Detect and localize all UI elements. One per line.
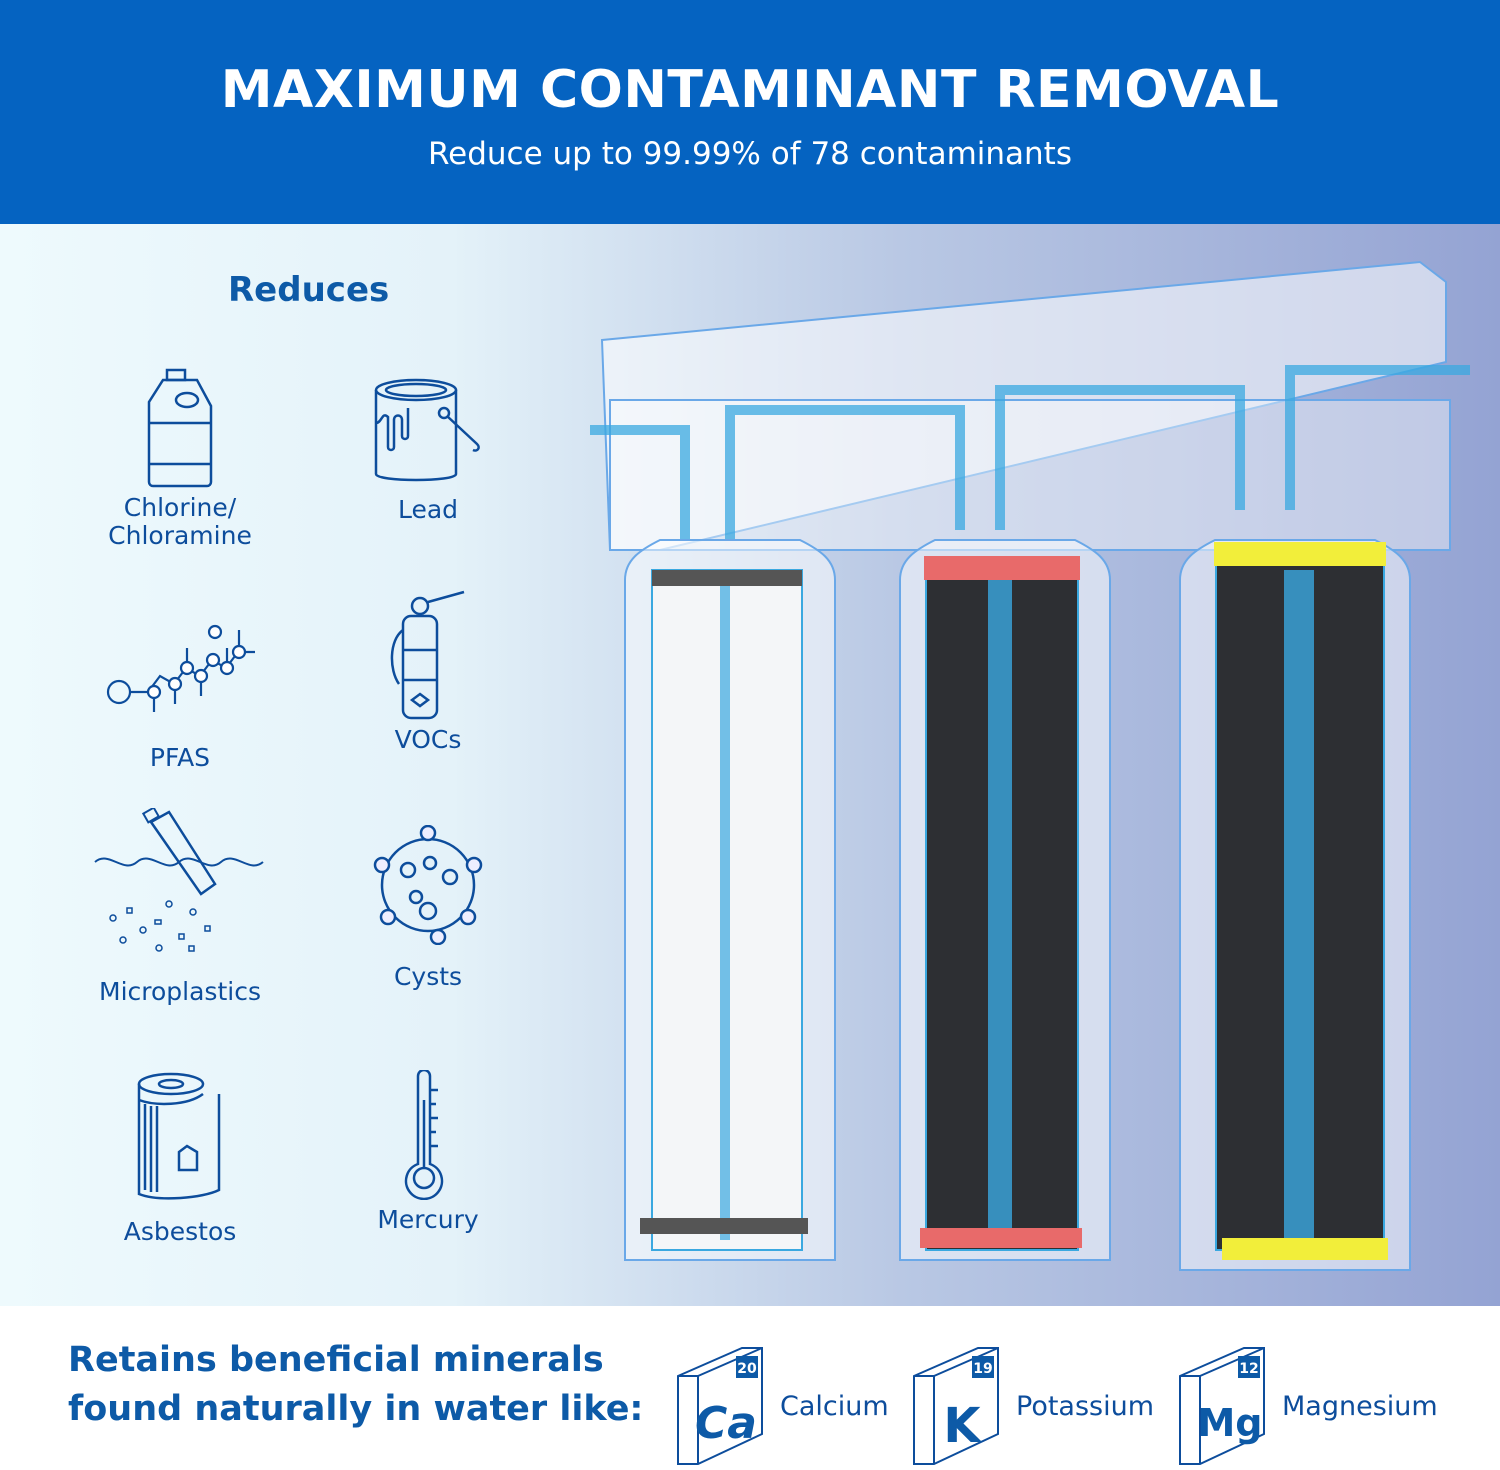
filter-cartridge-stage2 [899,539,1111,1261]
mineral-name: Magnesium [1282,1390,1438,1422]
molecule-icon [106,624,255,712]
element-symbol: Ca [695,1398,757,1449]
cap-stage1 [652,570,802,586]
mineral-name: Calcium [780,1390,889,1422]
cap-stage2 [924,556,1080,580]
contaminant-label: PFAS [149,743,211,772]
contaminant-label: Mercury [377,1205,479,1234]
element-number: 20 [737,1361,757,1377]
header-banner: MAXIMUM CONTAMINANT REMOVAL Reduce up to… [0,0,1500,224]
mineral-name: Potassium [1016,1390,1155,1422]
thermometer-icon [404,1070,444,1200]
plastic-bottle-icon [93,808,264,952]
filter-cartridge-stage3 [1179,539,1411,1271]
contaminant-microplastics: Microplastics [60,808,300,1006]
contaminant-label: Cysts [393,962,463,991]
page-title: MAXIMUM CONTAMINANT REMOVAL [220,60,1280,120]
asbestos-roll-icon [137,1072,221,1200]
cap-stage3 [1214,542,1386,566]
fire-extinguisher-icon [390,590,465,720]
contaminant-lead: Lead [308,378,548,524]
minerals-heading: Retains beneficial minerals found natura… [68,1340,644,1429]
minerals-section: Retains beneficial minerals found natura… [0,1306,1500,1470]
contaminant-chlorine: Chlorine/ Chloramine [60,368,300,550]
paint-can-icon [374,378,480,482]
contaminant-label: VOCs [394,725,462,754]
contaminant-vocs: VOCs [308,590,548,754]
contaminant-label: Asbestos [123,1217,237,1246]
page-subtitle: Reduce up to 99.99% of 78 contaminants [428,136,1072,172]
element-symbol: Mg [1197,1401,1262,1445]
contaminant-mercury: Mercury [308,1070,548,1234]
contaminant-asbestos: Asbestos [60,1070,300,1246]
contaminant-pfas: PFAS [60,610,300,772]
filter-cartridge-stage1 [624,539,836,1261]
filter-mount-plate [609,399,1451,551]
filter-system-illustration [590,260,1470,1271]
element-symbol: K [943,1398,982,1454]
contaminant-label: Chlorine/ Chloramine [108,493,252,550]
bleach-bottle-icon [147,368,213,488]
element-tile-icon: 19K [913,1347,999,1465]
contaminant-label: Lead [397,495,459,524]
cyst-icon [373,825,483,945]
element-number: 12 [1239,1361,1258,1377]
element-number: 19 [973,1361,992,1377]
contaminant-cysts: Cysts [308,825,548,991]
contaminant-label: Microplastics [99,977,261,1006]
reduces-heading: Reduces [228,270,390,310]
